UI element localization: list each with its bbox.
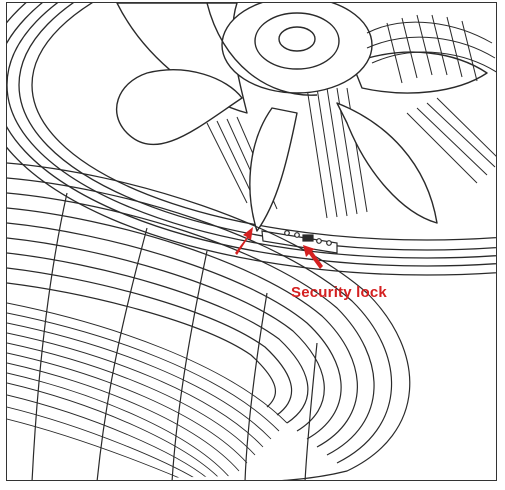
diagram-frame: Security lock	[6, 2, 497, 481]
front-guard	[7, 162, 411, 480]
fan-housing-rings	[7, 3, 496, 276]
front-guard-inner-mesh	[7, 302, 288, 480]
fan-blades	[116, 3, 488, 232]
fan-guard-diagram	[7, 3, 496, 480]
security-lock-label: Security lock	[291, 284, 387, 301]
arrow-left-marker	[235, 227, 253, 255]
fan-hub	[206, 3, 373, 96]
fan-side-mesh	[366, 14, 496, 84]
security-lock-tab	[261, 230, 338, 254]
arrow-security-lock	[303, 245, 323, 269]
